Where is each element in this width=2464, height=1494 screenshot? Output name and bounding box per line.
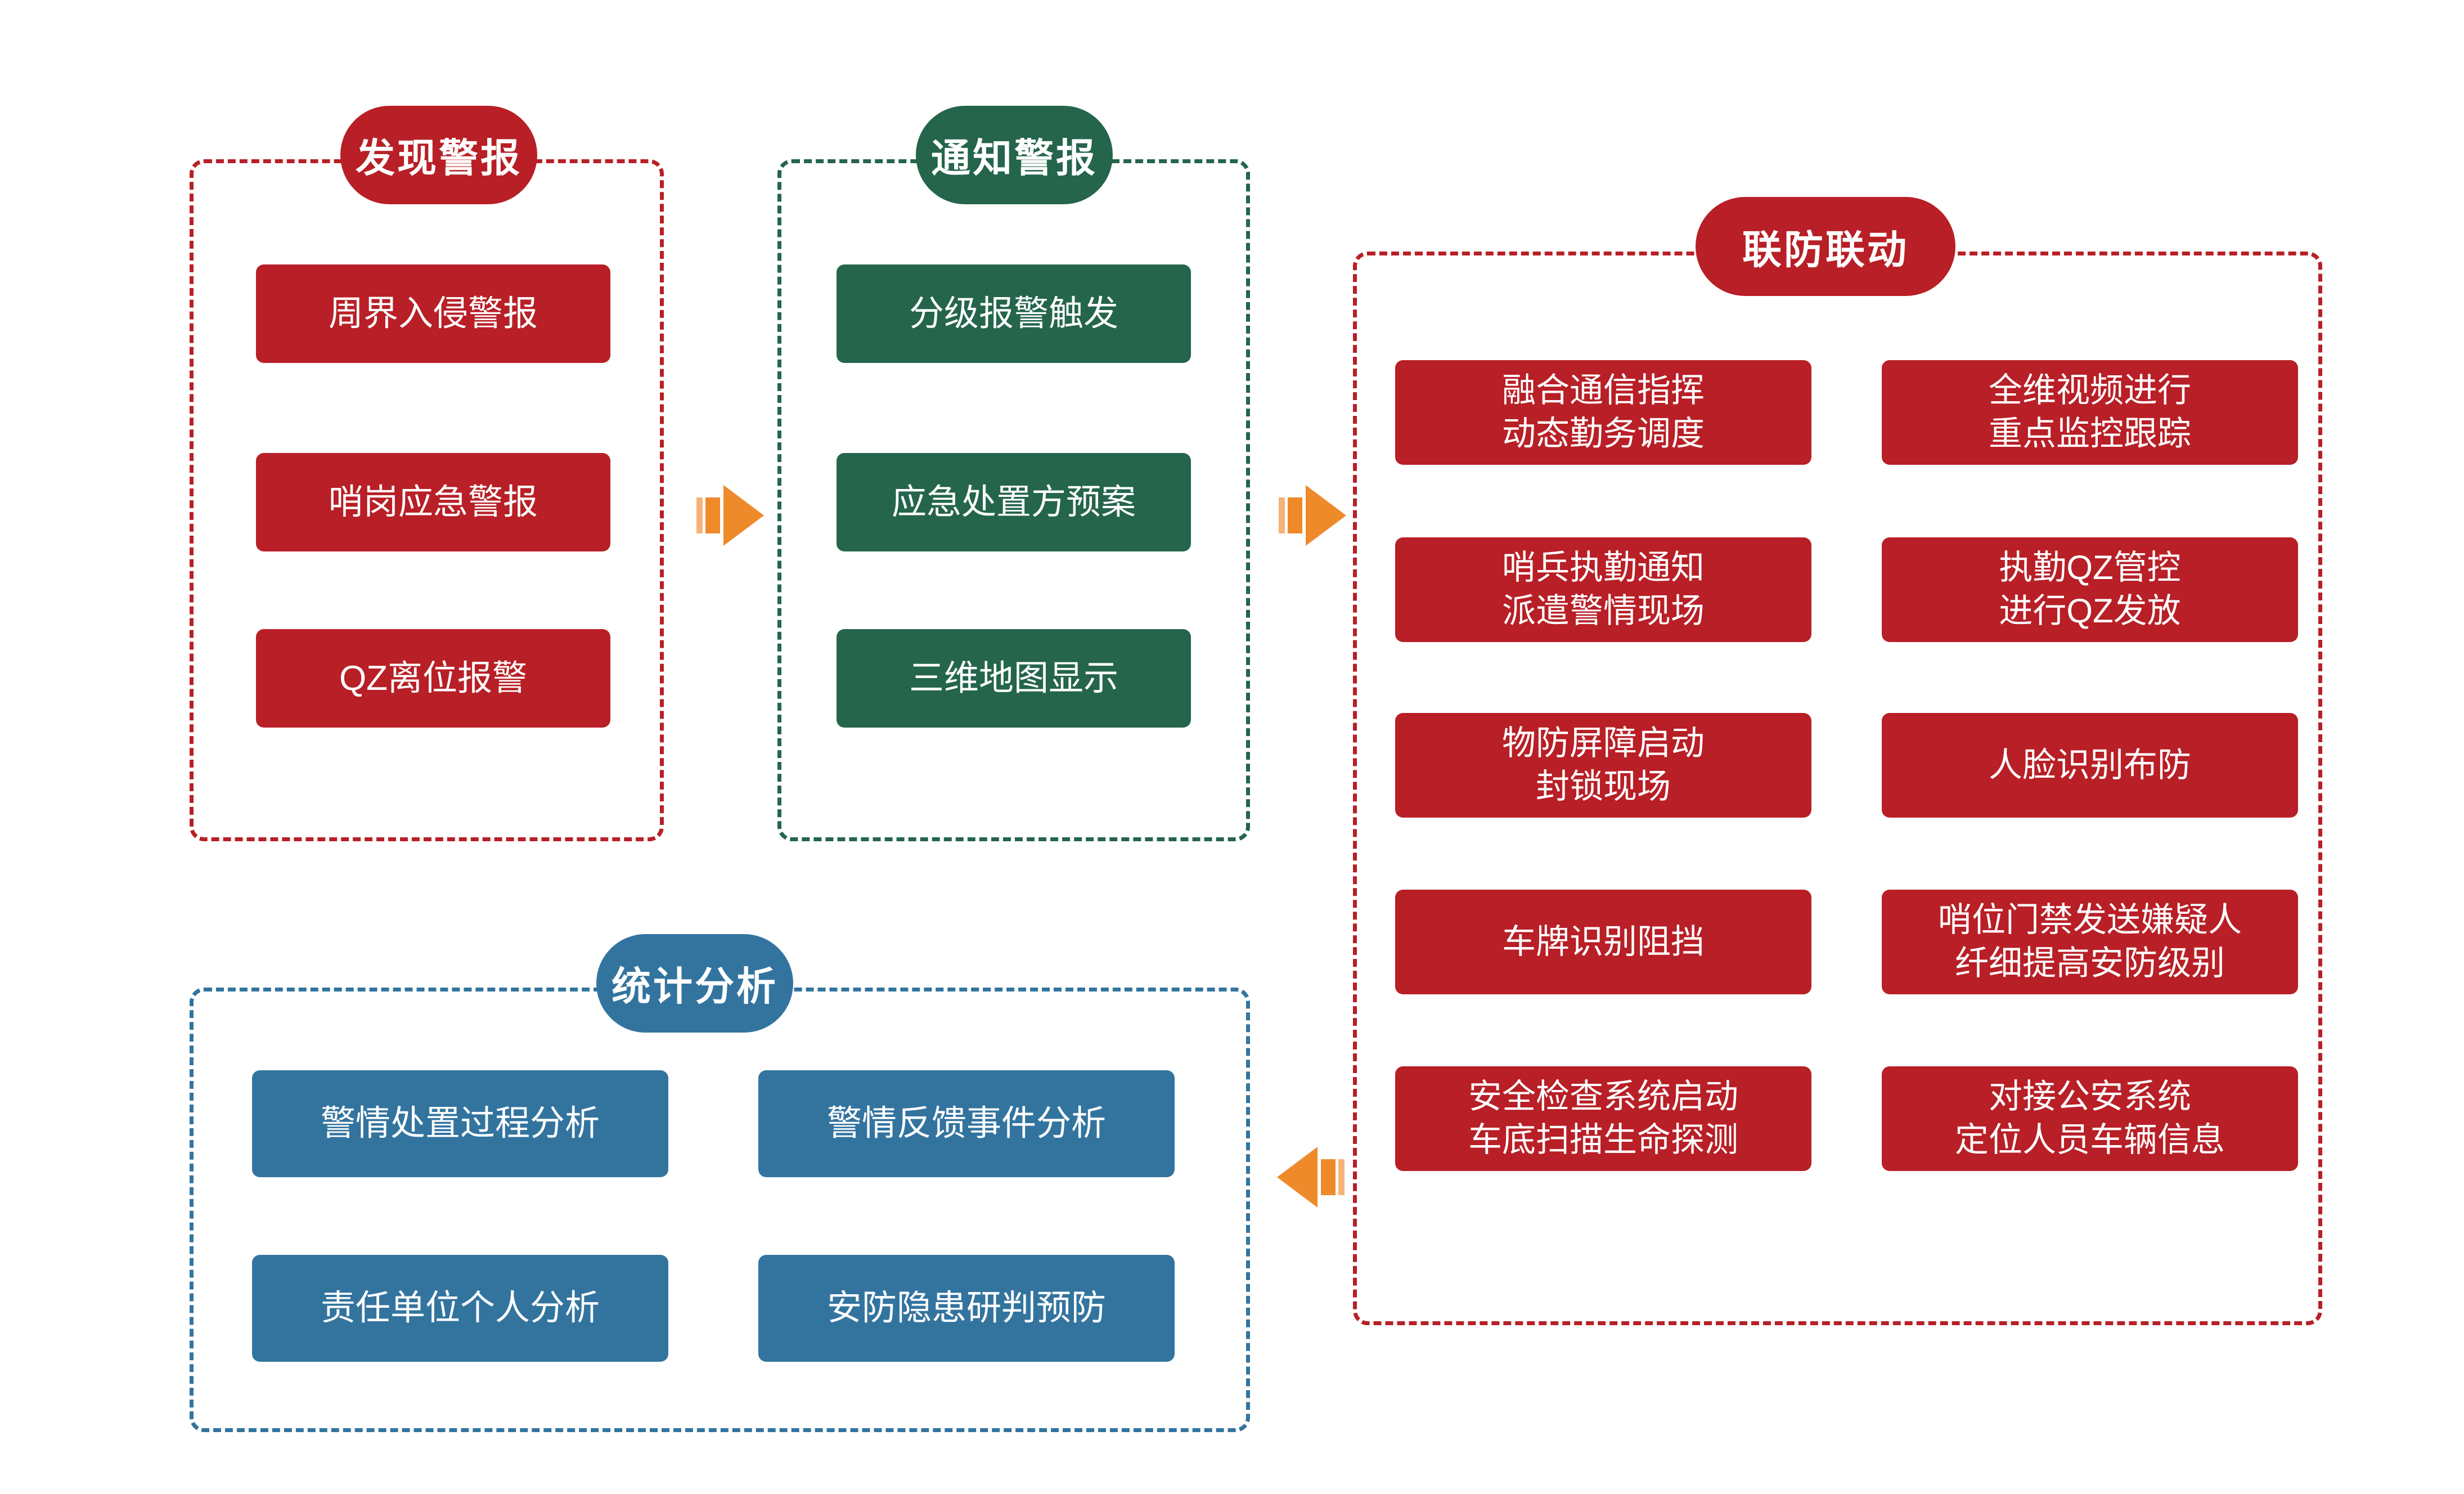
item-box-sentry-duty-dispatch[interactable]: 哨兵执勤通知 派遣警情现场 — [1395, 537, 1811, 642]
item-box-duty-qz-control[interactable]: 执勤QZ管控 进行QZ发放 — [1882, 537, 2298, 642]
arrow-discover-to-notify — [696, 485, 764, 546]
item-box-alarm-handling-process-analysis[interactable]: 警情处置过程分析 — [252, 1070, 668, 1177]
item-box-license-plate-blocking[interactable]: 车牌识别阻挡 — [1395, 890, 1811, 994]
item-box-security-hazard-prevention[interactable]: 安防隐患研判预防 — [758, 1255, 1175, 1362]
item-box-emergency-response-plan[interactable]: 应急处置方预案 — [837, 453, 1191, 551]
item-box-qz-offpost-alarm[interactable]: QZ离位报警 — [256, 629, 610, 728]
item-box-alarm-feedback-event-analysis[interactable]: 警情反馈事件分析 — [758, 1070, 1175, 1177]
group-title-notify-alarm[interactable]: 通知警报 — [916, 106, 1113, 204]
item-box-3d-map-display[interactable]: 三维地图显示 — [837, 629, 1191, 728]
item-box-post-access-suspect-alert[interactable]: 哨位门禁发送嫌疑人 纤细提高安防级别 — [1882, 890, 2298, 994]
panel-statistic-analysis — [190, 988, 1250, 1432]
group-title-joint-defense[interactable]: 联防联动 — [1696, 197, 1955, 296]
item-box-responsible-unit-personal-analysis[interactable]: 责任单位个人分析 — [252, 1255, 668, 1362]
item-box-graded-alarm-trigger[interactable]: 分级报警触发 — [837, 264, 1191, 363]
item-box-sentry-emergency-alarm[interactable]: 哨岗应急警报 — [256, 453, 610, 551]
item-box-face-recognition-deployment[interactable]: 人脸识别布防 — [1882, 713, 2298, 818]
group-title-discover-alarm[interactable]: 发现警报 — [340, 106, 537, 204]
item-box-omni-video-tracking[interactable]: 全维视频进行 重点监控跟踪 — [1882, 360, 2298, 465]
item-box-integrated-comms-command[interactable]: 融合通信指挥 动态勤务调度 — [1395, 360, 1811, 465]
item-box-police-system-integration[interactable]: 对接公安系统 定位人员车辆信息 — [1882, 1066, 2298, 1171]
arrow-joint-to-statistic — [1277, 1147, 1345, 1208]
item-box-perimeter-intrusion-alarm[interactable]: 周界入侵警报 — [256, 264, 610, 363]
item-box-physical-barrier-lockdown[interactable]: 物防屏障启动 封锁现场 — [1395, 713, 1811, 818]
item-box-security-inspection-scan[interactable]: 安全检查系统启动 车底扫描生命探测 — [1395, 1066, 1811, 1171]
arrow-notify-to-joint — [1279, 485, 1346, 546]
group-title-statistic-analysis[interactable]: 统计分析 — [596, 934, 793, 1033]
